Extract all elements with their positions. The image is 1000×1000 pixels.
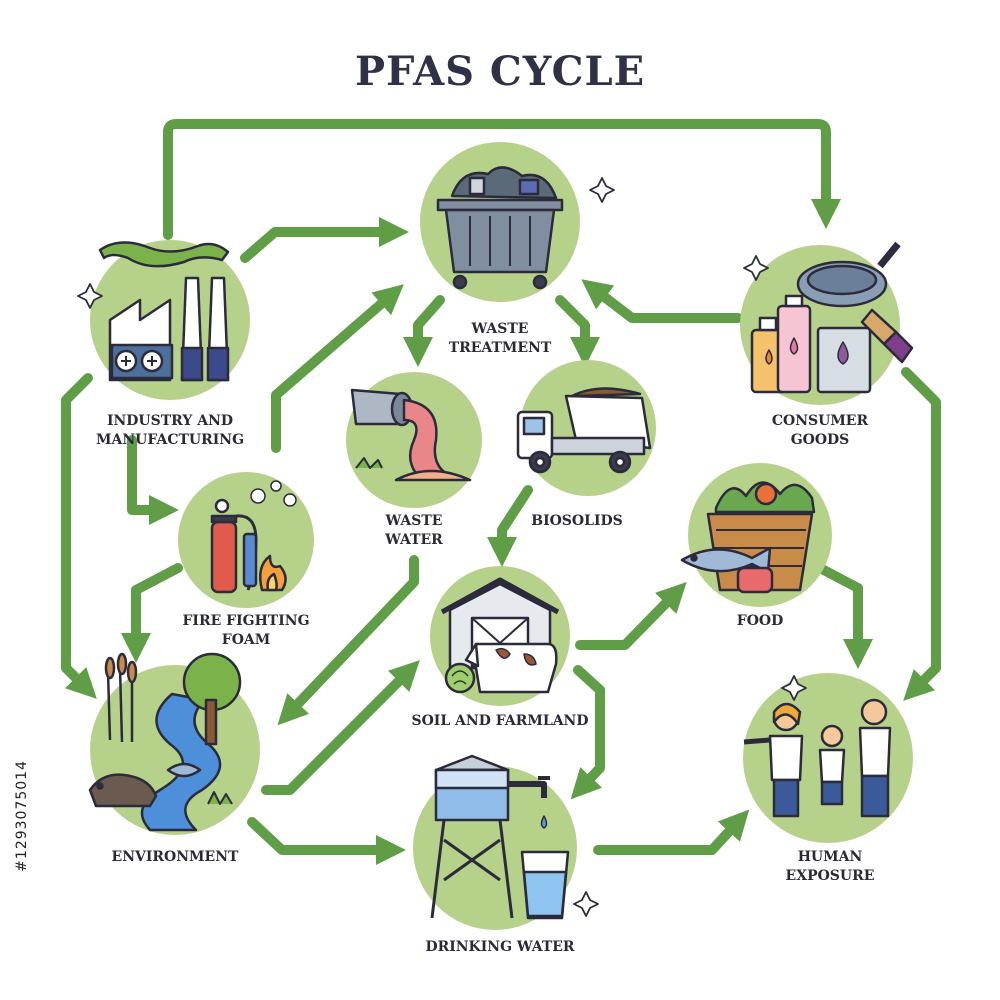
consumer-goods-icon (743, 241, 914, 394)
node-environment (88, 652, 260, 835)
flow-arrow-consumer-to-human (901, 367, 941, 701)
flow-arrow-environment-to-soil (261, 660, 420, 795)
flow-arrow-drinking-water-to-human (593, 809, 750, 855)
flow-arrow-food-to-human (815, 563, 873, 669)
label-fire-foam: FIRE FIGHTING FOAM (182, 613, 310, 648)
flow-arrow-waste-treatment-to-waste-water (403, 295, 445, 367)
diagram-title: PFAS CYCLE (354, 48, 646, 95)
label-soil: SOIL AND FARMLAND (411, 713, 589, 729)
node-biosolids (516, 360, 656, 496)
node-fire-foam (178, 472, 314, 608)
flow-arrow-waste-water-to-environment (277, 555, 419, 726)
label-industry: INDUSTRY AND MANUFACTURING (95, 413, 245, 448)
flow-arrow-soil-to-drinking-water (570, 665, 605, 800)
barn-cow-icon (440, 577, 560, 694)
node-human (743, 673, 913, 843)
node-consumer-goods (740, 241, 914, 405)
dump-truck-icon (516, 387, 652, 474)
flow-arrow-industry-to-waste-treatment (240, 217, 409, 263)
flow-arrow-biosolids-to-soil (487, 485, 533, 567)
flow-arrow-fire-foam-to-waste-treatment (271, 284, 404, 453)
node-drinking (413, 754, 599, 930)
dumpster-icon (436, 166, 615, 290)
node-waste-water (346, 372, 482, 508)
flow-arrow-soil-to-food (575, 581, 687, 650)
label-food: FOOD (736, 613, 784, 629)
node-waste-treatment (420, 142, 615, 302)
factory-icon (77, 241, 230, 382)
node-industry (77, 240, 250, 400)
label-drinking: DRINKING WATER (425, 939, 575, 955)
label-waste-water: WASTE WATER (385, 513, 443, 548)
label-environment: ENVIRONMENT (111, 849, 239, 865)
node-soil (430, 566, 570, 706)
flow-arrow-consumer-to-waste-treatment (581, 279, 743, 323)
family-icon (743, 675, 892, 818)
pipe-outflow-icon (350, 388, 472, 482)
label-waste-treatment: WASTE TREATMENT (448, 321, 552, 356)
fire-extinguisher-icon (210, 480, 297, 594)
stock-watermark: #1293075014 (14, 760, 30, 872)
label-human: HUMAN EXPOSURE (785, 849, 875, 884)
label-consumer-goods: CONSUMER GOODS (771, 413, 869, 448)
water-tower-icon (430, 754, 599, 920)
flow-arrow-waste-treatment-to-biosolids (555, 295, 600, 367)
flow-arrow-environment-to-drinking-water (247, 817, 406, 865)
food-basket-icon (680, 481, 816, 594)
flow-arrows (61, 119, 941, 865)
flow-arrow-fire-foam-to-environment (121, 563, 183, 663)
node-food (680, 463, 832, 607)
flow-arrow-industry-to-environment (61, 373, 97, 699)
flow-arrow-industry-to-consumer-goods (163, 119, 841, 240)
label-biosolids: BIOSOLIDS (531, 513, 623, 529)
river-landscape-icon (88, 652, 242, 832)
flow-arrow-industry-to-fire-foam (127, 435, 179, 525)
